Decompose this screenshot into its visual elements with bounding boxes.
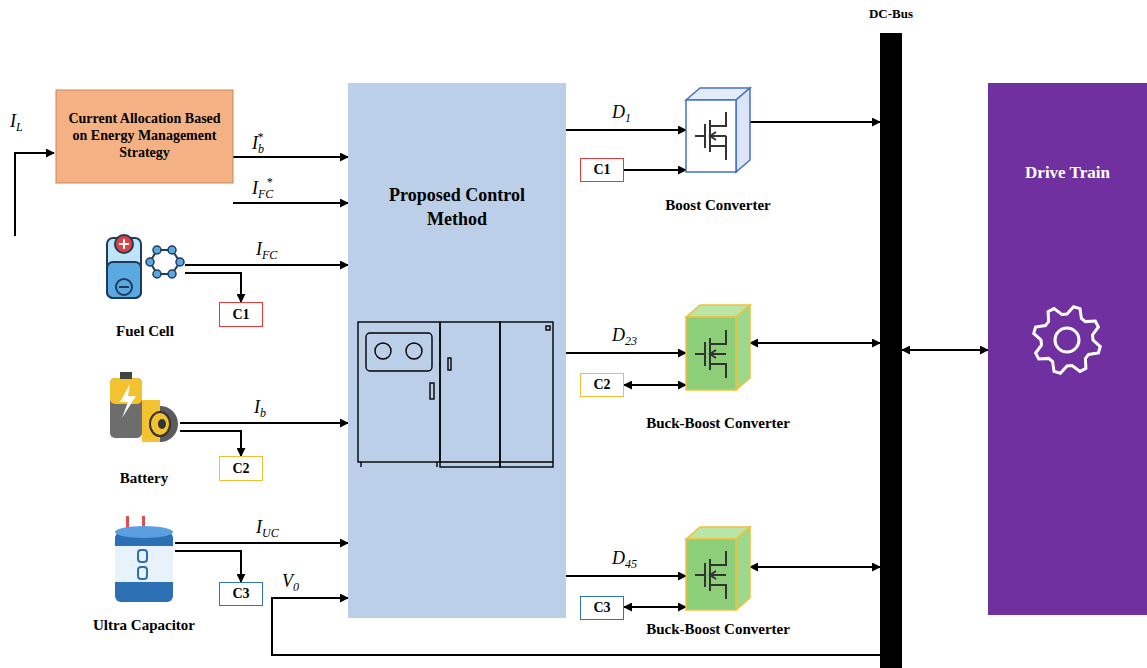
connector-arrow xyxy=(566,129,686,131)
signal-label: Ib* xyxy=(252,131,263,155)
signal-label: D1 xyxy=(612,103,631,124)
node-label: Buck-Boost Converter xyxy=(646,415,790,432)
buck-boost-converter-icon xyxy=(686,305,750,390)
control-box: Proposed Control Method xyxy=(348,83,566,618)
signal-label: V0 xyxy=(282,572,299,593)
connector-arrow xyxy=(624,384,686,386)
node-label: Proposed Control Method xyxy=(378,183,536,232)
buck-boost-converter-icon xyxy=(686,527,750,610)
connector-arrow xyxy=(902,349,988,351)
connector-arrow xyxy=(566,352,686,354)
signal-box: C3 xyxy=(580,596,624,620)
signal-label: IFC* xyxy=(252,176,272,200)
signal-label: D45 xyxy=(612,549,637,570)
allocation-panel xyxy=(56,90,233,183)
connector-arrow xyxy=(624,606,686,608)
converter-node: Buck-Boost Converter xyxy=(686,527,750,612)
gear-icon xyxy=(1034,307,1101,374)
drive-panel xyxy=(988,83,1147,615)
node-label: C2 xyxy=(232,461,249,477)
drive-train-box: Drive Train xyxy=(988,83,1147,615)
signal-label: Ib xyxy=(254,398,266,419)
node-label: C3 xyxy=(593,600,610,616)
connector-arrow xyxy=(175,551,241,582)
signal-box: C2 xyxy=(580,373,624,397)
connector-arrow xyxy=(180,431,241,456)
bus-bar xyxy=(880,33,902,668)
battery-node: Battery xyxy=(108,370,180,445)
connector-arrow xyxy=(185,273,241,302)
fuel-cell-icon xyxy=(107,235,184,298)
input-wire xyxy=(15,153,54,236)
fuel-cell-node: Fuel Cell xyxy=(105,236,185,300)
connector-arrow xyxy=(566,575,686,577)
converter-node: Buck-Boost Converter xyxy=(686,305,750,392)
gear-outline xyxy=(1034,307,1101,374)
node-label: Ultra Capacitor xyxy=(93,617,195,634)
signal-label: D23 xyxy=(612,326,637,347)
battery-icon xyxy=(110,372,178,442)
allocation-box: Current Allocation Based on Energy Manag… xyxy=(56,90,233,183)
signal-label: IUC xyxy=(256,518,279,539)
node-label: C2 xyxy=(593,377,610,393)
node-label: C1 xyxy=(232,307,249,323)
node-label: Boost Converter xyxy=(665,197,770,214)
control-panel xyxy=(348,83,566,618)
node-label: Fuel Cell xyxy=(116,323,174,340)
gear-hub xyxy=(1055,328,1079,352)
signal-label: IFC xyxy=(256,240,277,261)
boost-converter-node: Boost Converter xyxy=(686,88,750,174)
signal-label: IL xyxy=(10,112,23,133)
connector-arrow xyxy=(175,542,348,544)
connector-arrow xyxy=(233,156,348,158)
node-label: Drive Train xyxy=(988,163,1147,183)
signal-box: C2 xyxy=(219,456,263,481)
ultracapacitor-node: Ultra Capacitor xyxy=(113,516,175,604)
node-label: C3 xyxy=(232,586,249,602)
node-label: C1 xyxy=(593,162,610,178)
node-label: Buck-Boost Converter xyxy=(646,621,790,638)
node-label: Current Allocation Based on Energy Manag… xyxy=(64,111,225,161)
connector-arrow xyxy=(624,169,686,171)
signal-box: C1 xyxy=(580,158,624,182)
node-label: DC-Bus xyxy=(869,6,913,22)
ultracapacitor-icon xyxy=(115,516,173,602)
connector-arrow xyxy=(750,342,880,344)
dc-bus: DC-Bus xyxy=(880,33,902,668)
boost-converter-icon xyxy=(686,88,750,172)
connector-arrow xyxy=(180,422,348,424)
connector-arrow xyxy=(750,121,880,123)
connector-arrow xyxy=(750,566,880,568)
signal-box: C3 xyxy=(219,582,263,606)
cabinet-icon xyxy=(358,322,553,467)
connector-arrow xyxy=(185,264,348,266)
node-label: Battery xyxy=(120,470,168,487)
connector-arrow xyxy=(233,202,348,204)
signal-box: C1 xyxy=(219,302,263,327)
